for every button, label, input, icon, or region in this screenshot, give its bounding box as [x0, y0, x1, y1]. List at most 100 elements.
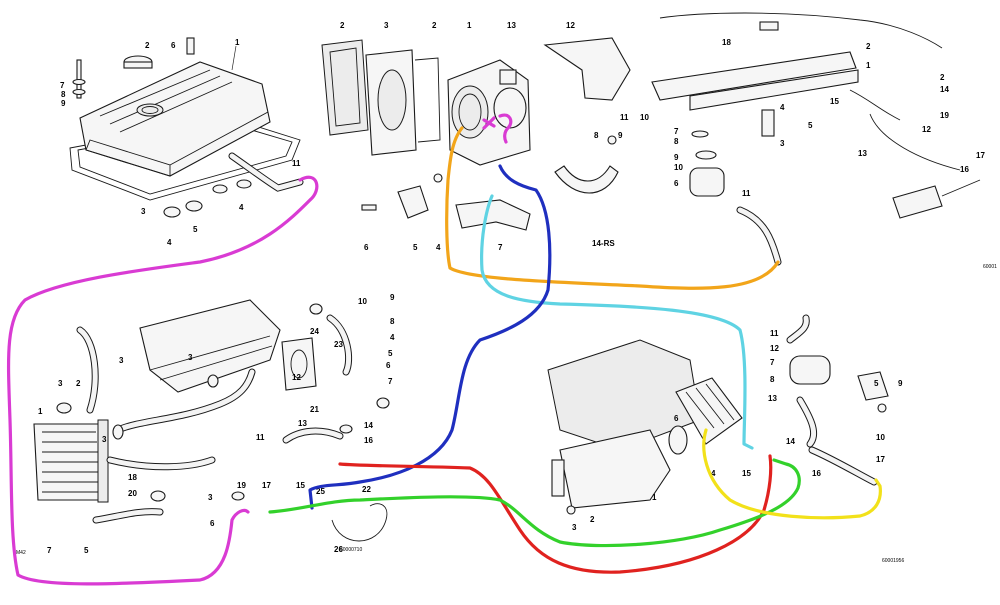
- fuel-filter: [892, 185, 943, 219]
- callout-3b: 3: [119, 356, 124, 365]
- callout-4: 4: [436, 243, 441, 252]
- callout-7: 7: [498, 243, 503, 252]
- callout-19: 19: [940, 111, 949, 120]
- bracket: [857, 371, 889, 401]
- callout-13: 13: [858, 149, 867, 158]
- callout-3c: 3: [188, 353, 193, 362]
- callout-14: 14: [364, 421, 373, 430]
- callout-12: 12: [292, 373, 301, 382]
- route-blue: [308, 164, 552, 510]
- pressure-regulator: [689, 167, 725, 197]
- callout-25: 25: [316, 487, 325, 496]
- callout-6: 6: [674, 179, 679, 188]
- callout-3d: 3: [102, 435, 107, 444]
- callout-4: 4: [390, 333, 395, 342]
- callout-11: 11: [620, 113, 629, 122]
- callout-2: 2: [340, 21, 345, 30]
- callout-17: 17: [876, 455, 885, 464]
- callout-8: 8: [61, 90, 66, 99]
- callout-11: 11: [770, 329, 779, 338]
- bracket: [543, 37, 631, 101]
- callout-13: 13: [298, 419, 307, 428]
- routing-overlay: [6, 113, 882, 586]
- gasket-plate: [321, 39, 369, 136]
- callout-11: 11: [742, 189, 751, 198]
- route-cyan: [480, 194, 754, 450]
- callout-7: 7: [770, 358, 775, 367]
- callout-3: 3: [384, 21, 389, 30]
- callout-1: 1: [652, 493, 657, 502]
- callout-14: 14: [940, 85, 949, 94]
- fuel-rail-group: 18 1 2 3 4 5 6 7 8 9 10 11 12 13 14 15 1…: [651, 12, 997, 270]
- callout-6: 6: [386, 361, 391, 370]
- callout-2b: 2: [432, 21, 437, 30]
- callout-12: 12: [566, 21, 575, 30]
- callout-6: 6: [171, 41, 176, 50]
- callout-18: 18: [128, 473, 137, 482]
- callout-4: 4: [167, 238, 172, 247]
- callout-10: 10: [640, 113, 649, 122]
- callout-26: 26: [334, 545, 343, 554]
- callout-9: 9: [390, 293, 395, 302]
- callout-16: 16: [364, 436, 373, 445]
- callout-3e: 3: [208, 493, 213, 502]
- callout-6: 6: [674, 414, 679, 423]
- intake-boot: [675, 377, 743, 445]
- callout-16: 16: [960, 165, 969, 174]
- callout-9: 9: [61, 99, 66, 108]
- callout-23: 23: [334, 340, 343, 349]
- callout-21: 21: [310, 405, 319, 414]
- callout-7b: 7: [47, 546, 52, 555]
- callout-8: 8: [674, 137, 679, 146]
- injector: [761, 109, 775, 137]
- callout-10: 10: [876, 433, 885, 442]
- callout-24: 24: [310, 327, 319, 336]
- callout-12: 12: [770, 344, 779, 353]
- reference-number: 60000710: [340, 547, 362, 553]
- cooling-hoses-group: 10 9 8 24 23 22 21 20 19 18 17 16 15 14 …: [16, 293, 395, 556]
- fuel-rail: [651, 51, 857, 101]
- callout-2: 2: [866, 42, 871, 51]
- callout-2: 2: [590, 515, 595, 524]
- callout-19: 19: [237, 481, 246, 490]
- callout-6b: 6: [210, 519, 215, 528]
- callout-12: 12: [922, 125, 931, 134]
- callout-5: 5: [388, 349, 393, 358]
- route-magenta: [6, 175, 319, 586]
- callout-10: 10: [358, 297, 367, 306]
- callout-1: 1: [38, 407, 43, 416]
- seal-half-moon: [554, 165, 619, 194]
- air-flow-meter: [559, 429, 671, 509]
- route-green: [268, 458, 801, 548]
- callout-13: 13: [507, 21, 516, 30]
- callout-15: 15: [830, 97, 839, 106]
- callout-8: 8: [770, 375, 775, 384]
- support-bracket: [455, 199, 531, 231]
- callout-2: 2: [76, 379, 81, 388]
- callout-8: 8: [594, 131, 599, 140]
- bolt: [186, 37, 195, 55]
- callout-6: 6: [364, 243, 369, 252]
- callout-1: 1: [467, 21, 472, 30]
- callout-20: 20: [128, 489, 137, 498]
- callout-9: 9: [898, 379, 903, 388]
- callout-4: 4: [711, 469, 716, 478]
- callout-5: 5: [874, 379, 879, 388]
- callout-7: 7: [60, 81, 65, 90]
- callout-7: 7: [674, 127, 679, 136]
- air-intake-group: 11 12 7 8 6 13 4 15 14 16 17 10 9 5 3 1 …: [547, 314, 904, 564]
- callout-10: 10: [674, 163, 683, 172]
- callout-9: 9: [618, 131, 623, 140]
- reference-number: 60001: [983, 264, 997, 270]
- callout-3a: 3: [58, 379, 63, 388]
- route-magenta-marker: [482, 113, 513, 144]
- callout-17: 17: [262, 481, 271, 490]
- route-red: [338, 454, 773, 574]
- callout-5: 5: [193, 225, 198, 234]
- engine-code: M42: [16, 550, 26, 556]
- callout-7: 7: [388, 377, 393, 386]
- reference-number: 60001956: [882, 558, 904, 564]
- callout-3: 3: [141, 207, 146, 216]
- callout-11: 11: [292, 159, 301, 168]
